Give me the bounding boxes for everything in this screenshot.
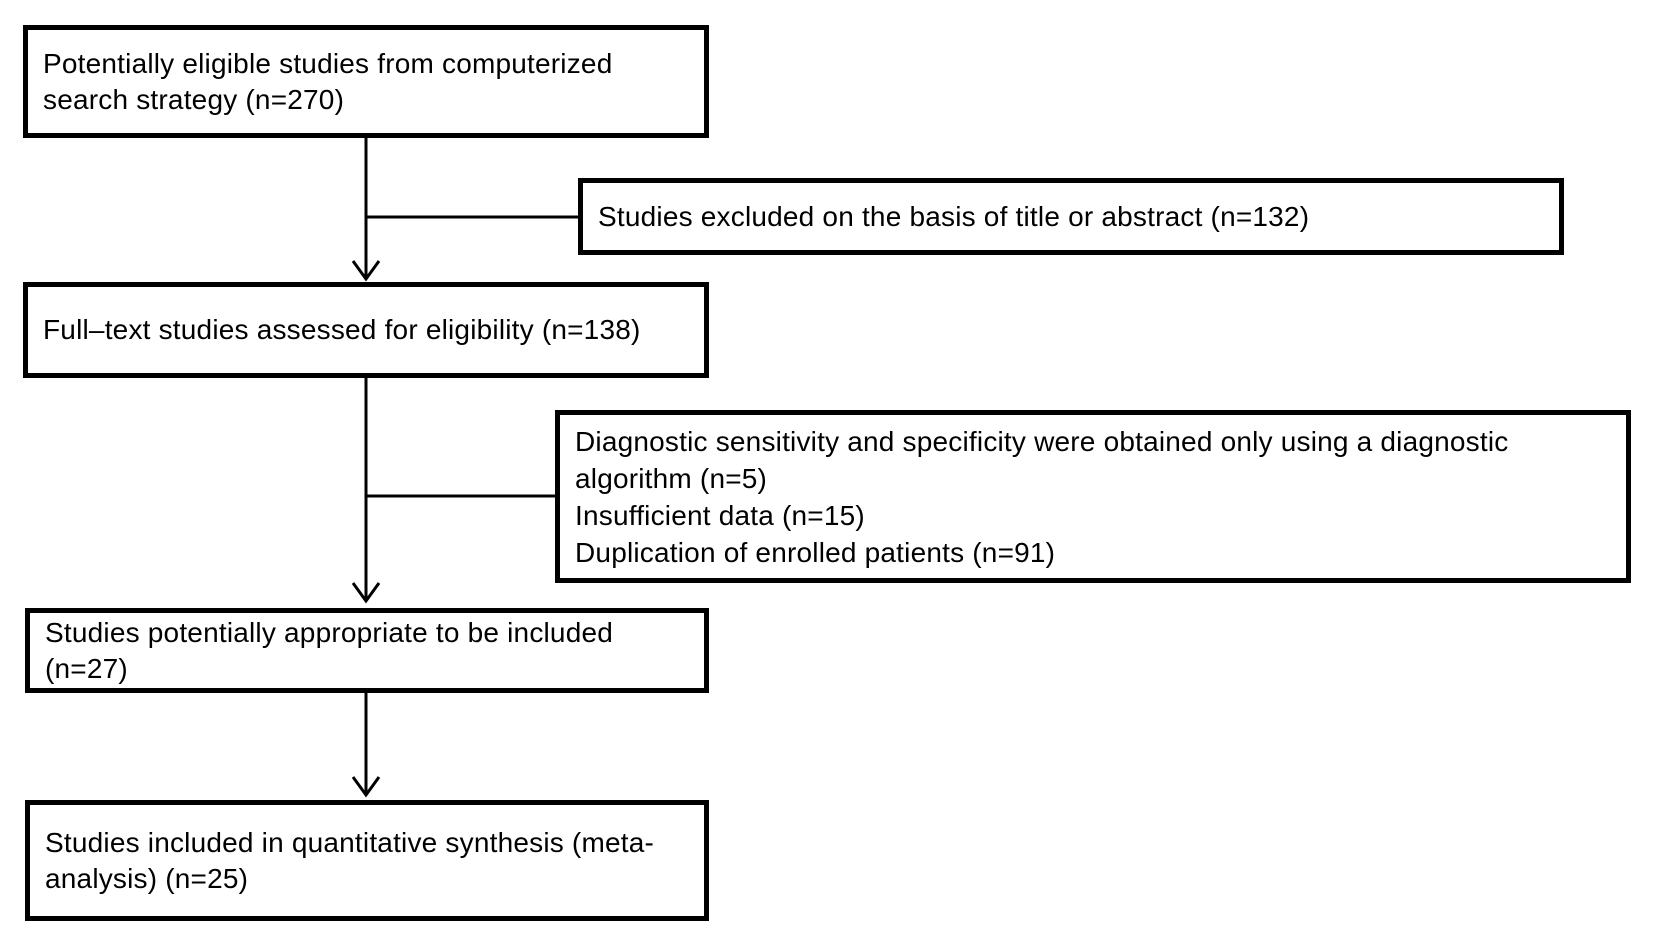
node-excluded-title-abstract: Studies excluded on the basis of title o… <box>578 178 1564 255</box>
exclusion-reason-diagnostic-algorithm: Diagnostic sensitivity and specificity w… <box>575 425 1509 494</box>
node-included-meta-analysis-text: Studies included in quantitative synthes… <box>45 826 655 894</box>
exclusion-reason-duplication: Duplication of enrolled patients (n=91) <box>575 536 1056 568</box>
node-eligible-studies-text: Potentially eligible studies from comput… <box>43 47 613 115</box>
node-fulltext-assessed-text: Full–text studies assessed for eligibili… <box>43 314 641 345</box>
arrowhead-appropriate-included <box>351 776 381 798</box>
node-potentially-appropriate-text: Studies potentially appropriate to be in… <box>45 616 614 684</box>
node-excluded-fulltext-reasons: Diagnostic sensitivity and specificity w… <box>555 410 1631 583</box>
node-potentially-appropriate: Studies potentially appropriate to be in… <box>25 608 709 693</box>
node-fulltext-assessed: Full–text studies assessed for eligibili… <box>23 282 709 378</box>
arrowhead-search-fulltext <box>351 260 381 282</box>
node-excluded-title-abstract-text: Studies excluded on the basis of title o… <box>598 200 1310 232</box>
arrowhead-fulltext-appropriate <box>351 582 381 604</box>
node-included-meta-analysis: Studies included in quantitative synthes… <box>25 800 709 921</box>
node-eligible-studies: Potentially eligible studies from comput… <box>23 25 709 138</box>
exclusion-reason-insufficient-data: Insufficient data (n=15) <box>575 499 865 531</box>
